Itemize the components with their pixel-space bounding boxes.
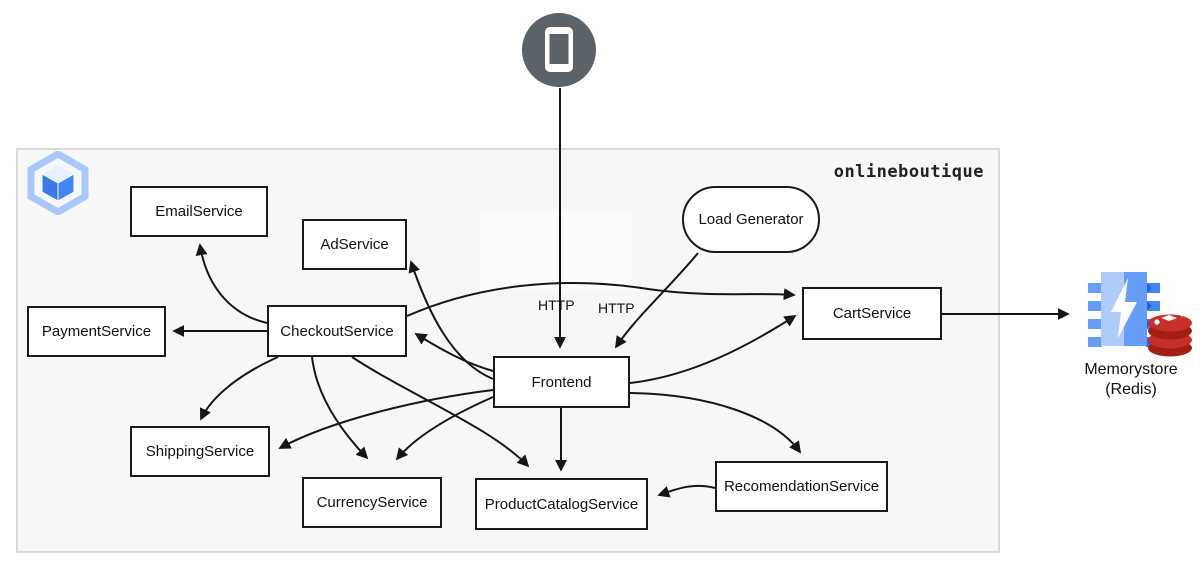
memorystore-label: Memorystore (Redis) bbox=[1046, 360, 1200, 400]
node-shippingservice: ShippingService bbox=[130, 426, 270, 477]
node-currencyservice: CurrencyService bbox=[302, 477, 442, 528]
node-label: Load Generator bbox=[698, 211, 804, 228]
node-productcatalogservice: ProductCatalogService bbox=[475, 478, 648, 530]
node-cartservice: CartService bbox=[802, 287, 942, 340]
node-label: CartService bbox=[832, 305, 912, 322]
node-label: ProductCatalogService bbox=[484, 495, 639, 513]
node-frontend: Frontend bbox=[493, 356, 630, 408]
watermark-area bbox=[480, 211, 632, 291]
node-label: RecomendationService bbox=[723, 478, 880, 495]
node-label: CurrencyService bbox=[316, 494, 428, 511]
node-label: PaymentService bbox=[41, 323, 152, 340]
node-label: EmailService bbox=[155, 203, 243, 220]
memorystore-chip-icon bbox=[1088, 270, 1194, 367]
mobile-phone-icon bbox=[522, 13, 596, 92]
cluster-title: onlineboutique bbox=[833, 162, 984, 182]
edge-label-http-loadgen: HTTP bbox=[598, 300, 635, 316]
node-adservice: AdService bbox=[302, 219, 407, 270]
redis-stack-icon bbox=[1148, 312, 1192, 357]
memorystore-label-line1: Memorystore bbox=[1084, 361, 1178, 378]
memorystore-label-line2: (Redis) bbox=[1105, 381, 1157, 398]
node-label: ShippingService bbox=[145, 443, 255, 460]
node-emailservice: EmailService bbox=[130, 186, 268, 237]
node-recommendationservice: RecomendationService bbox=[715, 461, 888, 512]
node-checkoutservice: CheckoutService bbox=[267, 305, 407, 357]
node-label: CheckoutService bbox=[280, 322, 394, 340]
edge-label-http-client: HTTP bbox=[538, 297, 575, 313]
node-label: Frontend bbox=[531, 373, 592, 391]
node-load-generator: Load Generator bbox=[682, 186, 820, 253]
node-paymentservice: PaymentService bbox=[27, 306, 166, 357]
gke-hexagon-cube-icon bbox=[24, 149, 92, 220]
node-label: AdService bbox=[320, 236, 389, 253]
